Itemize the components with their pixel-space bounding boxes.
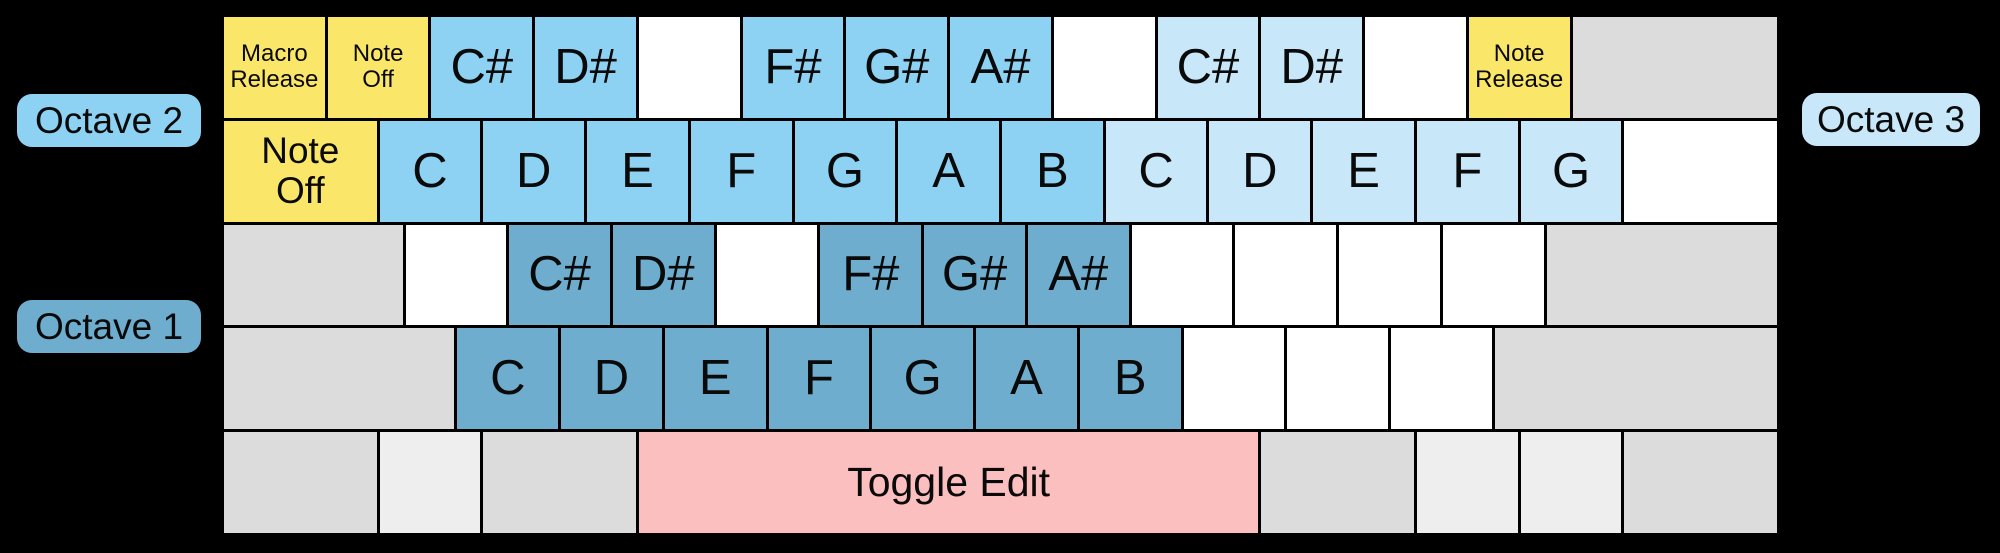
- octave-2-label: Octave 2: [17, 94, 201, 147]
- octave-1-label: Octave 1: [17, 300, 201, 353]
- pad-note-off-upper: Note Off: [327, 17, 429, 118]
- pad-unassigned-light: [1416, 432, 1518, 533]
- pad-f-oct1: F: [768, 328, 870, 430]
- pad-unassigned: [1546, 224, 1777, 326]
- pad-f-oct3: F: [1416, 120, 1518, 222]
- pad-blank: [1365, 17, 1466, 118]
- pad-blank: [1235, 224, 1337, 326]
- pad-macro-release: Macro Release: [224, 17, 325, 118]
- pad-d-sharp-oct3: D#: [1261, 17, 1363, 118]
- pad-unassigned: [224, 432, 377, 533]
- pad-unassigned-light: [379, 432, 481, 533]
- pad-c-sharp-oct3: C#: [1157, 17, 1259, 118]
- pad-unassigned: [224, 224, 403, 326]
- pad-c-oct3: C: [1105, 120, 1207, 222]
- pad-a-sharp-oct2: A#: [950, 17, 1051, 118]
- pad-g-oct3: G: [1520, 120, 1622, 222]
- pad-blank: [1339, 224, 1440, 326]
- pad-c-oct1: C: [457, 328, 559, 430]
- pad-blank: [638, 17, 740, 118]
- pad-note-off: Note Off: [224, 120, 377, 222]
- pad-blank: [716, 224, 818, 326]
- pad-d-oct2: D: [483, 120, 585, 222]
- pad-blank: [1624, 120, 1777, 222]
- pad-unassigned-light: [1520, 432, 1622, 533]
- pad-c-oct2: C: [379, 120, 481, 222]
- pad-note-release: Note Release: [1468, 17, 1570, 118]
- pad-f-sharp-oct1: F#: [820, 224, 922, 326]
- pad-g-sharp-oct2: G#: [846, 17, 948, 118]
- pad-d-oct3: D: [1209, 120, 1311, 222]
- pad-toggle-edit: Toggle Edit: [638, 432, 1259, 533]
- pad-f-oct2: F: [690, 120, 792, 222]
- pad-unassigned: [483, 432, 636, 533]
- pad-blank: [1390, 328, 1492, 430]
- pad-d-oct1: D: [561, 328, 662, 430]
- pad-blank: [1287, 328, 1388, 430]
- pad-blank: [1183, 328, 1285, 430]
- pad-unassigned: [1261, 432, 1414, 533]
- pad-e-oct1: E: [664, 328, 766, 430]
- pad-b-oct2: B: [1001, 120, 1103, 222]
- pad-a-sharp-oct1: A#: [1027, 224, 1129, 326]
- pad-unassigned: [1494, 328, 1777, 430]
- pad-g-oct1: G: [872, 328, 974, 430]
- pad-a-oct1: A: [976, 328, 1077, 430]
- pad-b-oct1: B: [1079, 328, 1181, 430]
- pad-blank: [1131, 224, 1233, 326]
- pad-unassigned: [224, 328, 455, 430]
- pad-d-sharp-oct2: D#: [535, 17, 636, 118]
- pad-g-oct2: G: [794, 120, 896, 222]
- pad-c-sharp-oct2: C#: [431, 17, 533, 118]
- pad-g-sharp-oct1: G#: [924, 224, 1025, 326]
- pad-blank: [1053, 17, 1155, 118]
- pad-blank: [1442, 224, 1544, 326]
- pad-blank: [405, 224, 507, 326]
- pad-e-oct3: E: [1313, 120, 1414, 222]
- pad-unassigned: [1624, 432, 1777, 533]
- pad-e-oct2: E: [587, 120, 688, 222]
- pad-c-sharp-oct1: C#: [509, 224, 610, 326]
- pad-unassigned: [1572, 17, 1777, 118]
- pad-a-oct2: A: [898, 120, 999, 222]
- pad-f-sharp-oct2: F#: [742, 17, 844, 118]
- pad-d-sharp-oct1: D#: [612, 224, 714, 326]
- octave-3-label: Octave 3: [1802, 93, 1980, 146]
